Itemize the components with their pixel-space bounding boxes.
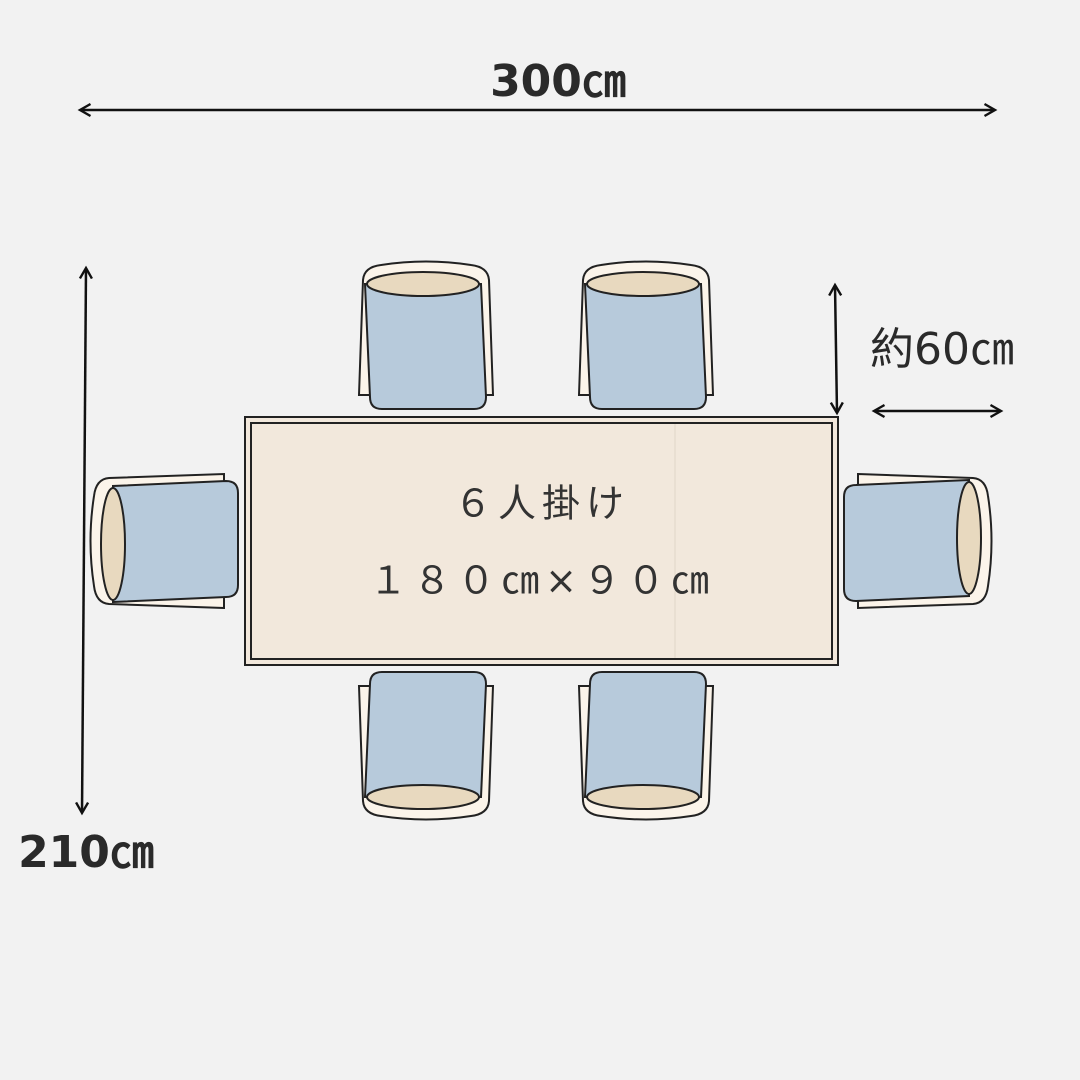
table-seats-label: ６人掛け: [453, 481, 631, 526]
clearance-vertical-arrow: [828, 282, 844, 416]
clearance-label: 約60㎝: [870, 324, 1014, 375]
chair-bottom-right: [578, 671, 714, 821]
dining-table: [244, 416, 839, 666]
chair-right: [843, 473, 993, 609]
chair-bottom-left: [358, 671, 494, 821]
depth-label: 210㎝: [18, 827, 154, 878]
width-label: 300㎝: [490, 56, 626, 107]
chair-top-left: [358, 260, 494, 410]
depth-dimension-arrow: [75, 265, 93, 816]
chair-top-right: [578, 260, 714, 410]
table-size-label: １８０㎝×９０㎝: [369, 558, 715, 603]
chair-left: [89, 473, 239, 609]
